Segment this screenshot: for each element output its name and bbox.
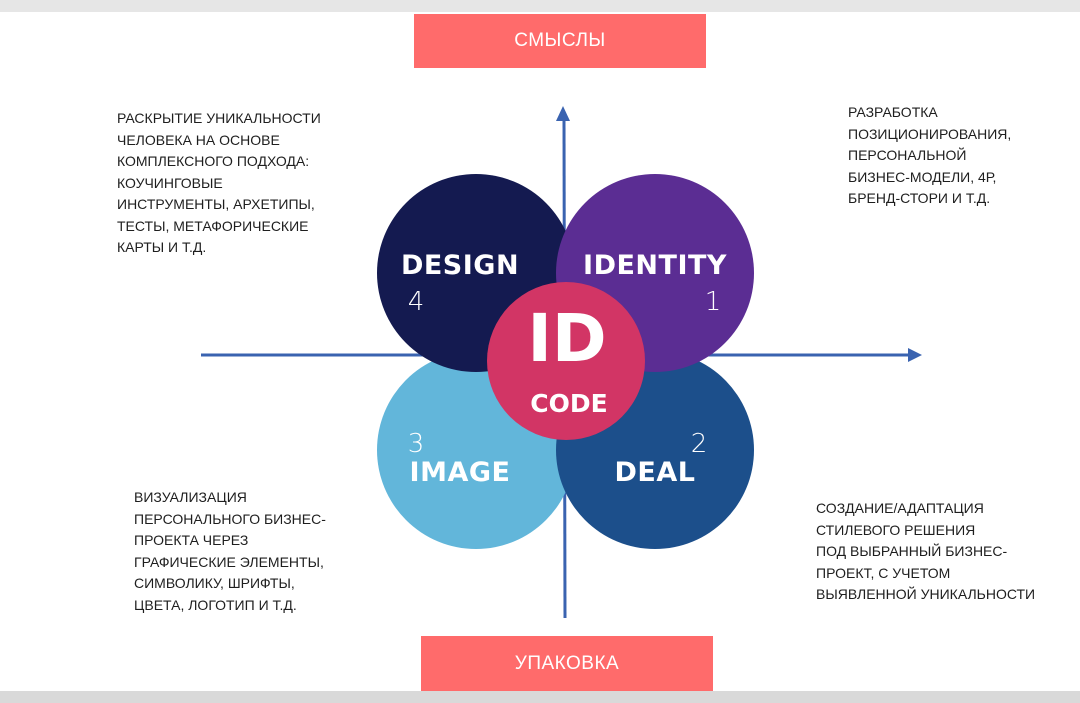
- note-line: ПЕРСОНАЛЬНОЙ: [848, 147, 967, 163]
- design-petal-title: DESIGN: [401, 250, 519, 281]
- packaging-banner-label: УПАКОВКА: [514, 652, 620, 674]
- note-line: ИНСТРУМЕНТЫ, АРХЕТИПЫ,: [117, 196, 315, 212]
- deal-petal-number: 2: [691, 429, 708, 459]
- note-line: РАСКРЫТИЕ УНИКАЛЬНОСТИ: [117, 110, 321, 126]
- window-bottom-edge: [0, 691, 1080, 703]
- id-code-center: [487, 282, 645, 440]
- note-line: СОЗДАНИЕ/АДАПТАЦИЯ: [816, 500, 984, 516]
- window-top-edge: [0, 0, 1080, 12]
- note-line: ВЫЯВЛЕННОЙ УНИКАЛЬНОСТИ: [816, 586, 1036, 602]
- note-line: ВИЗУАЛИЗАЦИЯ: [134, 489, 247, 505]
- meanings-banner-label: СМЫСЛЫ: [514, 30, 606, 51]
- note-line: КОМПЛЕКСНОГО ПОДХОДА:: [117, 153, 310, 169]
- note-line: СТИЛЕВОГО РЕШЕНИЯ: [816, 521, 976, 538]
- vertical-axis-arrowhead: [556, 106, 570, 121]
- bottom-right-note: СОЗДАНИЕ/АДАПТАЦИЯ СТИЛЕВОГО РЕШЕНИЯ ПОД В…: [816, 498, 1035, 606]
- identity-petal-title: IDENTITY: [583, 250, 727, 281]
- bottom-left-note: ВИЗУАЛИЗАЦИЯ ПЕРСОНАЛЬНОГО БИЗНЕС- ПРОЕКТА…: [134, 487, 326, 616]
- note-line: КОУЧИНГОВЫЕ: [117, 174, 223, 191]
- center-subtitle: CODE: [530, 389, 607, 418]
- note-line: ЧЕЛОВЕКА НА ОСНОВЕ: [117, 131, 280, 148]
- meanings-banner: СМЫСЛЫ: [414, 14, 706, 68]
- note-line: ТЕСТЫ, МЕТАФОРИЧЕСКИЕ: [117, 217, 309, 234]
- packaging-banner: УПАКОВКА: [421, 636, 713, 691]
- note-line: ПОЗИЦИОНИРОВАНИЯ,: [848, 125, 1012, 142]
- note-line: СИМВОЛИКУ, ШРИФТЫ,: [134, 575, 295, 591]
- note-line: БРЕНД-СТОРИ И Т.Д.: [848, 190, 991, 206]
- image-petal-number: 3: [408, 429, 425, 459]
- note-line: ПРОЕКТА ЧЕРЕЗ: [134, 532, 249, 548]
- top-left-note: РАСКРЫТИЕ УНИКАЛЬНОСТИ ЧЕЛОВЕКА НА ОСНОВЕ…: [117, 108, 321, 259]
- image-petal-title: IMAGE: [410, 457, 511, 488]
- note-line: БИЗНЕС-МОДЕЛИ, 4Р,: [848, 168, 997, 185]
- note-line: КАРТЫ И Т.Д.: [117, 239, 207, 255]
- note-line: ЦВЕТА, ЛОГОТИП И Т.Д.: [134, 596, 297, 613]
- top-right-note: РАЗРАБОТКА ПОЗИЦИОНИРОВАНИЯ, ПЕРСОНАЛЬНОЙ Б…: [848, 102, 1011, 210]
- note-line: ПОД ВЫБРАННЫЙ БИЗНЕС-: [816, 543, 1008, 559]
- center-title: ID: [527, 300, 606, 377]
- deal-petal-title: DEAL: [615, 457, 696, 488]
- note-line: ГРАФИЧЕСКИЕ ЭЛЕМЕНТЫ,: [134, 553, 324, 570]
- horizontal-axis-arrowhead: [908, 348, 922, 362]
- design-petal-number: 4: [408, 287, 425, 317]
- note-line: ПРОЕКТ, С УЧЕТОМ: [816, 564, 951, 581]
- note-line: ПЕРСОНАЛЬНОГО БИЗНЕС-: [134, 510, 326, 527]
- identity-petal-number: 1: [705, 287, 722, 317]
- note-line: РАЗРАБОТКА: [848, 104, 938, 120]
